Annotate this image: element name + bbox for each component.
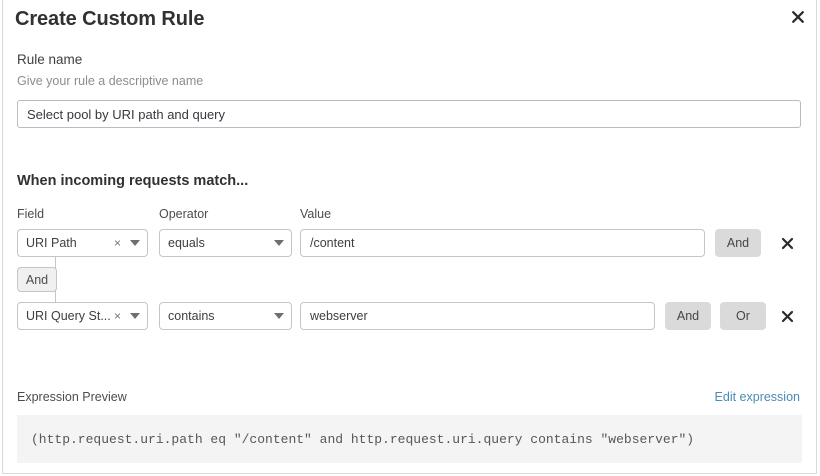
field-select[interactable]: URI Path ×	[17, 229, 148, 257]
clear-field-icon[interactable]: ×	[113, 236, 121, 250]
field-select-value: URI Path	[26, 236, 77, 250]
conditions-heading: When incoming requests match...	[17, 173, 249, 189]
column-header-field: Field	[17, 207, 45, 221]
close-icon[interactable]	[787, 6, 809, 28]
rule-name-help-text: Give your rule a descriptive name	[17, 74, 204, 88]
field-select[interactable]: URI Query St... ×	[17, 302, 148, 330]
and-button[interactable]: And	[665, 302, 711, 330]
chevron-down-icon[interactable]	[269, 240, 291, 246]
operator-select-value: equals	[168, 236, 205, 250]
dialog-header: Create Custom Rule	[3, 0, 816, 44]
page-title: Create Custom Rule	[15, 8, 205, 30]
column-header-operator: Operator	[159, 207, 209, 221]
and-button[interactable]: And	[715, 229, 761, 257]
connector-line	[55, 291, 56, 302]
rule-name-input[interactable]	[17, 100, 801, 128]
value-input[interactable]	[300, 302, 655, 330]
expression-preview-text: (http.request.uri.path eq "/content" and…	[31, 431, 695, 447]
expression-preview-box: (http.request.uri.path eq "/content" and…	[17, 415, 802, 463]
edit-expression-link[interactable]: Edit expression	[714, 390, 800, 404]
field-select-value: URI Query St...	[26, 309, 111, 323]
chevron-down-icon[interactable]	[125, 313, 147, 319]
remove-condition-icon[interactable]	[777, 229, 797, 257]
column-header-value: Value	[300, 207, 332, 221]
group-connector-and[interactable]: And	[17, 267, 57, 292]
connector-line	[55, 257, 56, 268]
or-button[interactable]: Or	[720, 302, 766, 330]
value-input[interactable]	[300, 229, 705, 257]
chevron-down-icon[interactable]	[269, 313, 291, 319]
rule-name-label: Rule name	[17, 52, 83, 67]
expression-preview-label: Expression Preview	[17, 390, 127, 404]
chevron-down-icon[interactable]	[125, 240, 147, 246]
clear-field-icon[interactable]: ×	[113, 309, 121, 323]
operator-select[interactable]: contains	[159, 302, 292, 330]
operator-select[interactable]: equals	[159, 229, 292, 257]
remove-condition-icon[interactable]	[777, 302, 797, 330]
operator-select-value: contains	[168, 309, 215, 323]
